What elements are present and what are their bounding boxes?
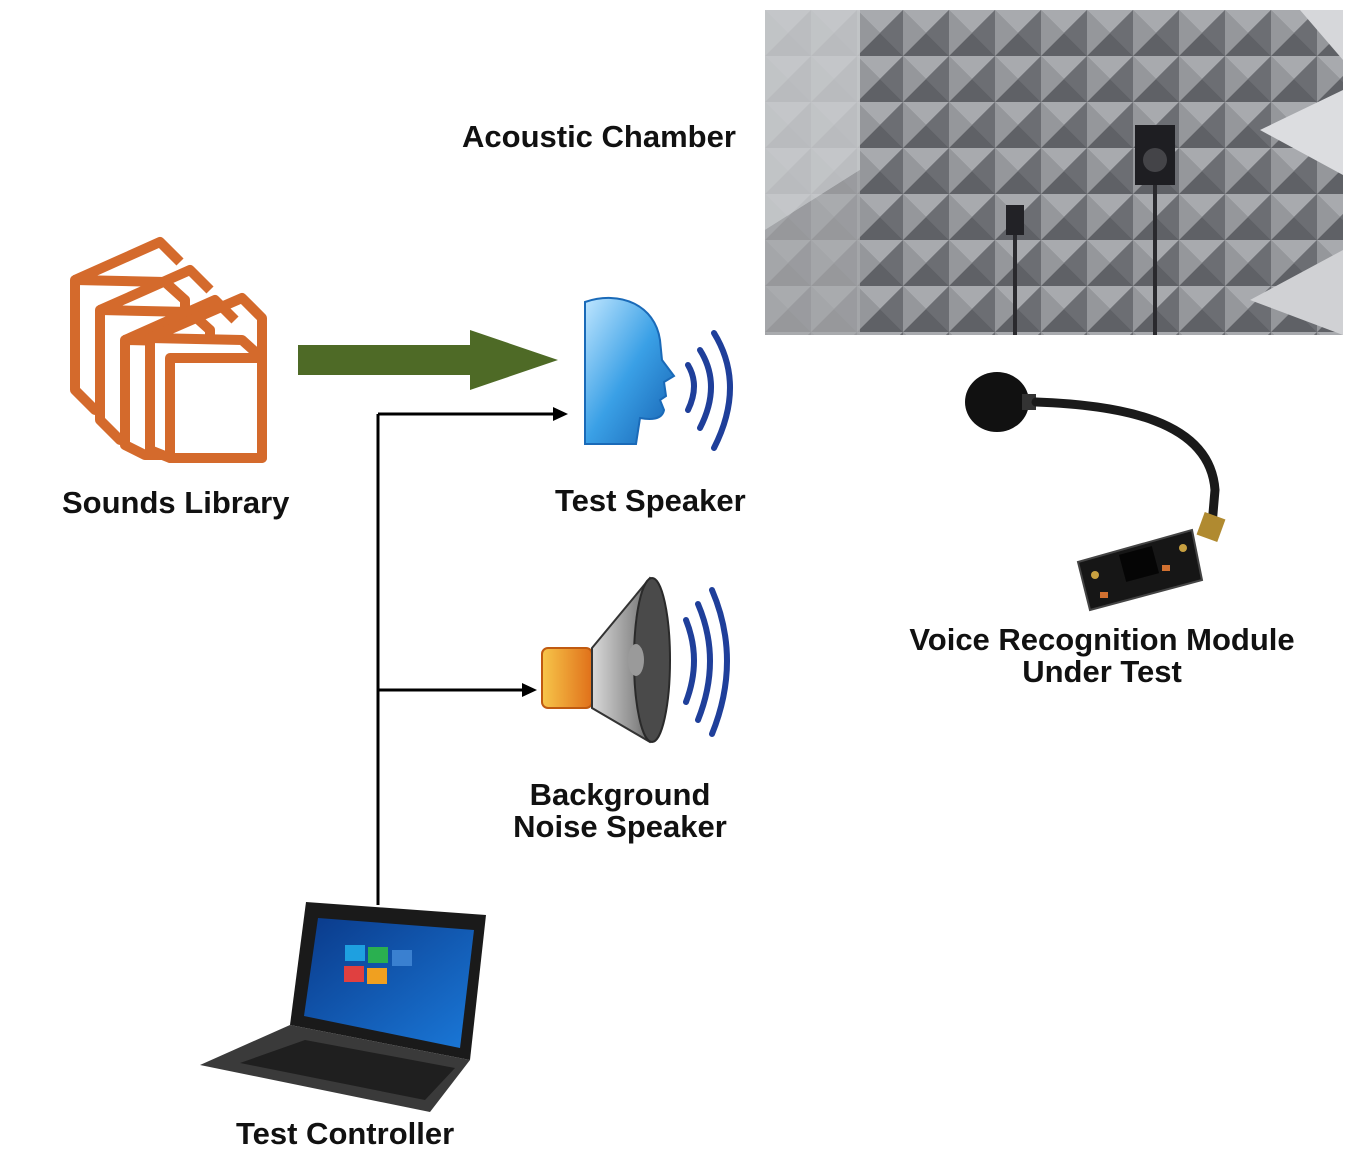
background-noise-line-1: Background	[529, 777, 711, 812]
speaking-head-icon	[584, 297, 733, 451]
books-icon	[70, 237, 267, 463]
test-controller-label: Test Controller	[236, 1116, 455, 1151]
noise-arrowhead	[522, 683, 537, 697]
flow-arrow	[298, 330, 558, 390]
anechoic-chamber-photo	[765, 10, 1343, 335]
background-noise-speaker-label: Background Noise Speaker	[500, 779, 740, 843]
controller-connector	[376, 412, 555, 905]
loudspeaker-icon	[541, 576, 730, 744]
voice-recognition-line-2: Under Test	[1022, 654, 1182, 689]
voice-recognition-module-label: Voice Recognition Module Under Test	[900, 624, 1304, 688]
microphone-module-icon	[965, 372, 1226, 612]
test-speaker-label: Test Speaker	[555, 483, 746, 518]
speaker-arrowhead	[553, 407, 568, 421]
voice-recognition-line-1: Voice Recognition Module	[909, 622, 1295, 657]
background-noise-line-2: Noise Speaker	[513, 809, 727, 844]
sounds-library-label: Sounds Library	[62, 485, 290, 520]
acoustic-chamber-label: Acoustic Chamber	[462, 119, 736, 154]
laptop-icon	[200, 902, 486, 1112]
